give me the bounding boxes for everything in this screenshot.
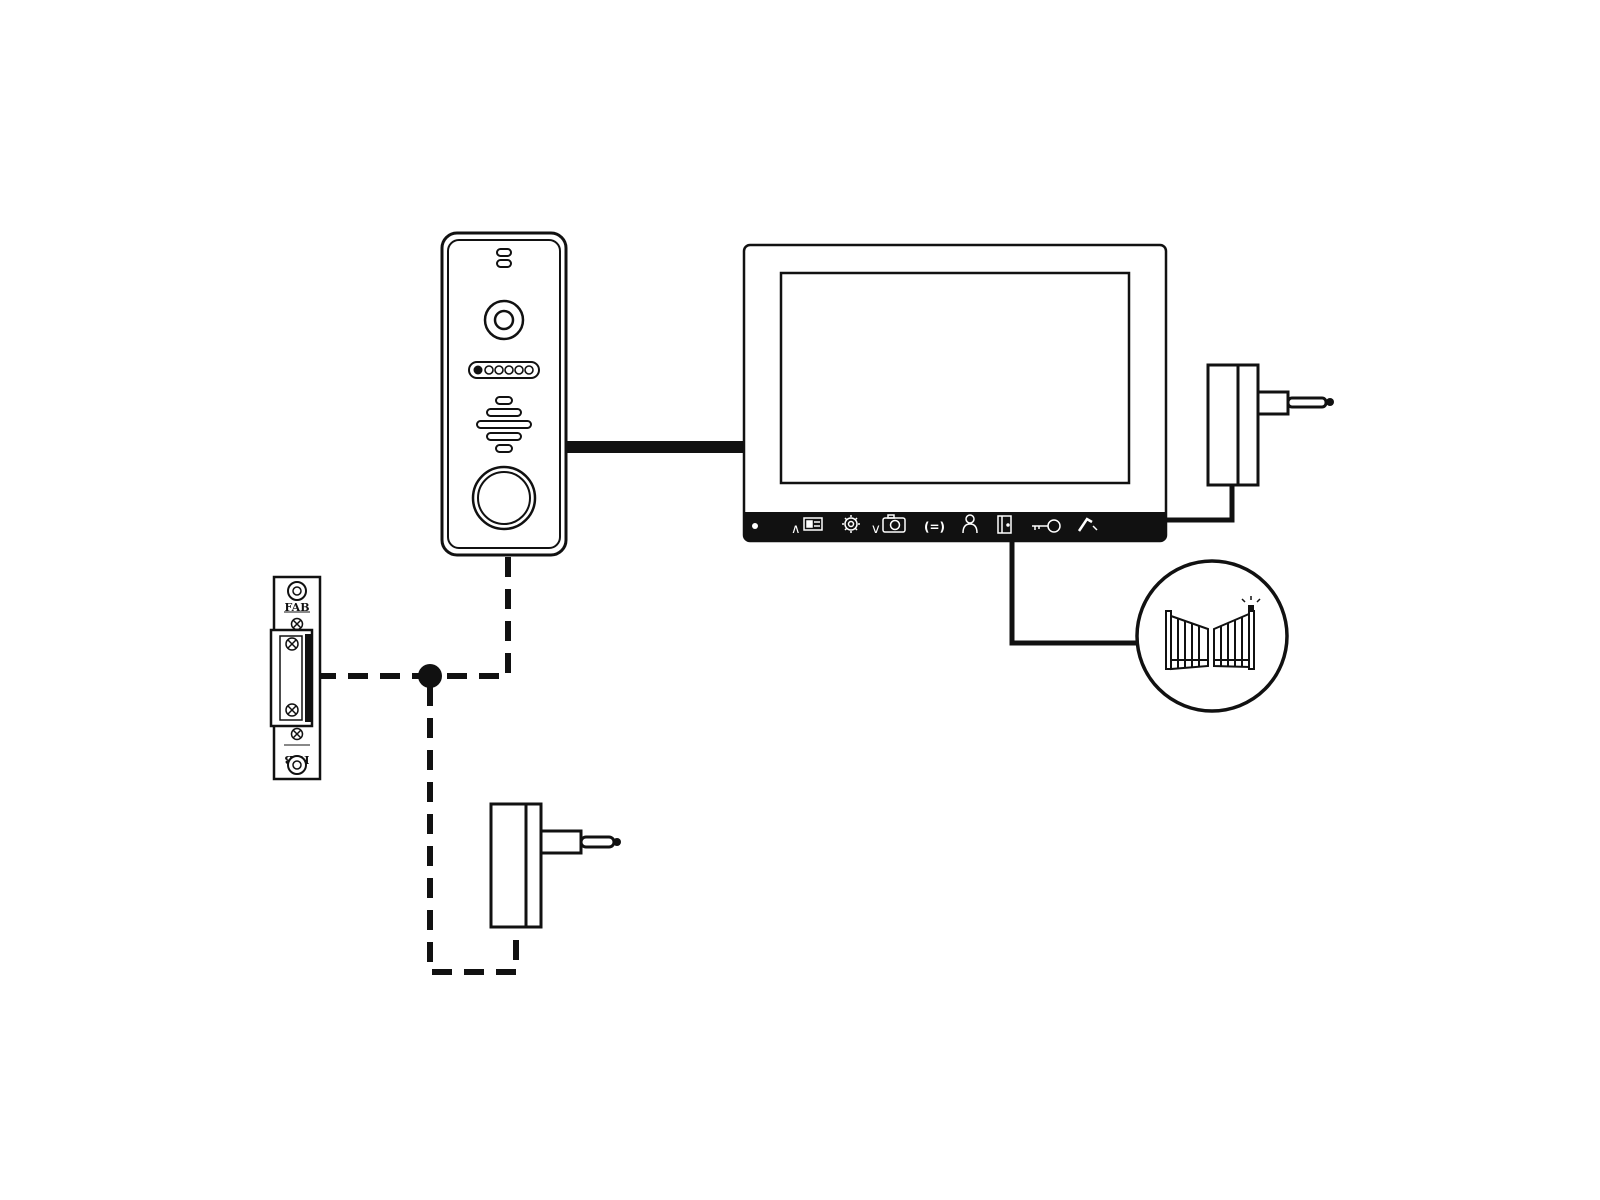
lock-power-adapter xyxy=(489,802,621,929)
plug-prongs-icon xyxy=(539,829,621,855)
speaker-grille-icon xyxy=(476,396,532,453)
swing-gate-icon xyxy=(1165,610,1255,671)
microphone-slot-icon xyxy=(496,248,512,257)
cable-monitor-to-gate xyxy=(1009,540,1140,646)
dashed-cable-junction-to-adapter xyxy=(427,686,519,975)
dashed-cable-doorbell-to-junction xyxy=(432,557,511,679)
key-icon xyxy=(1032,519,1061,533)
call-button xyxy=(471,465,537,531)
ir-led-strip-icon xyxy=(468,361,540,379)
monitor-control-bar: ∧ v xyxy=(744,512,1166,541)
screw-inner-bottom-icon xyxy=(285,703,299,717)
screw-x-top-icon xyxy=(290,617,304,631)
door-icon xyxy=(997,515,1012,534)
intercom-icon: (=) xyxy=(924,520,945,534)
down-arrow-icon: v xyxy=(872,522,880,537)
wires xyxy=(320,441,1235,975)
monitor-button-icons: ∧ v xyxy=(791,514,1098,537)
up-arrow-icon: ∧ xyxy=(791,522,801,537)
indoor-monitor: ∧ v xyxy=(742,243,1168,543)
monitor-view-icon xyxy=(803,517,823,531)
handset-icon xyxy=(1077,517,1098,532)
person-icon xyxy=(962,514,978,534)
settings-gear-icon xyxy=(842,515,860,533)
camera-lens-icon xyxy=(483,299,525,341)
cable-monitor-to-adapter xyxy=(1165,484,1235,523)
wire-junction-dot xyxy=(418,664,442,688)
electric-door-lock: FAB FAB xyxy=(269,575,322,781)
lock-label-top: FAB xyxy=(285,601,310,614)
gate-opener xyxy=(1135,559,1289,713)
monitor-power-adapter xyxy=(1206,363,1334,487)
power-led-icon xyxy=(752,523,758,529)
camera-icon xyxy=(882,514,906,533)
monitor-screen xyxy=(779,271,1131,485)
screw-x-bottom-icon xyxy=(290,727,304,741)
screw-inner-top-icon xyxy=(285,637,299,651)
warning-light-icon xyxy=(1241,596,1261,611)
outdoor-doorbell-panel xyxy=(440,231,568,557)
plug-prongs-icon xyxy=(1256,390,1334,416)
